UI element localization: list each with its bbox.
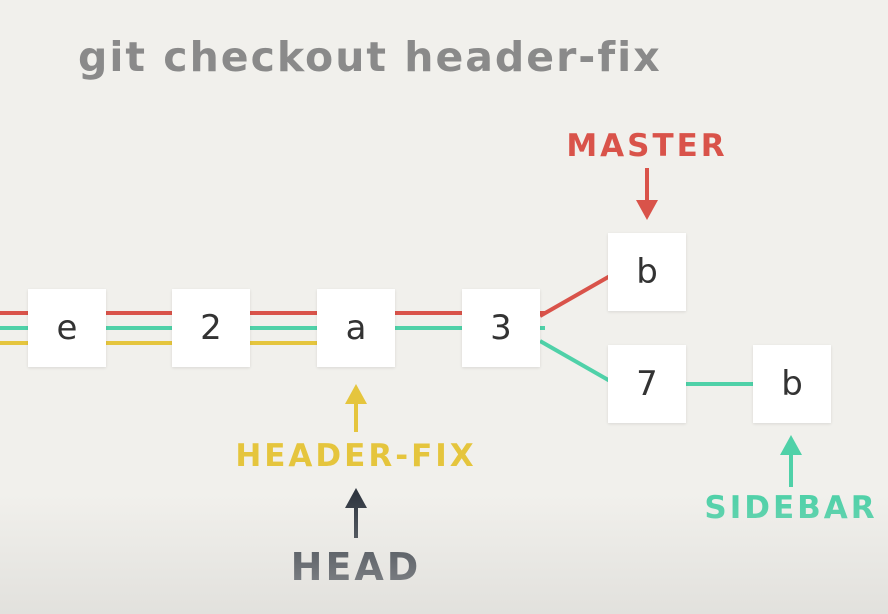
head-arrow (345, 488, 367, 538)
commit-label: 2 (200, 308, 222, 348)
master-arrow (636, 168, 658, 220)
master-label: MASTER (566, 128, 728, 164)
commit-node-e: e (28, 289, 106, 367)
master-branch-line-to-b (539, 274, 611, 318)
commit-label: e (56, 308, 78, 348)
commit-node-b-master: b (608, 233, 686, 311)
commit-node-b-sidebar: b (753, 345, 831, 423)
commit-node-3: 3 (462, 289, 540, 367)
commit-node-a: a (317, 289, 395, 367)
commit-node-7: 7 (608, 345, 686, 423)
sidebar-label: SIDEBAR (704, 490, 878, 526)
commit-node-2: 2 (172, 289, 250, 367)
page-title: git checkout header-fix (78, 33, 662, 81)
sidebar-branch-line-to-7 (539, 339, 611, 383)
header-fix-arrow (345, 384, 367, 432)
header-fix-label: HEADER-FIX (235, 438, 477, 474)
commit-label: a (345, 308, 367, 348)
commit-label: b (781, 364, 803, 404)
commit-label: 3 (490, 308, 512, 348)
commit-label: b (636, 252, 658, 292)
head-label: HEAD (290, 545, 422, 589)
commit-label: 7 (636, 364, 658, 404)
sidebar-arrow (780, 435, 802, 487)
